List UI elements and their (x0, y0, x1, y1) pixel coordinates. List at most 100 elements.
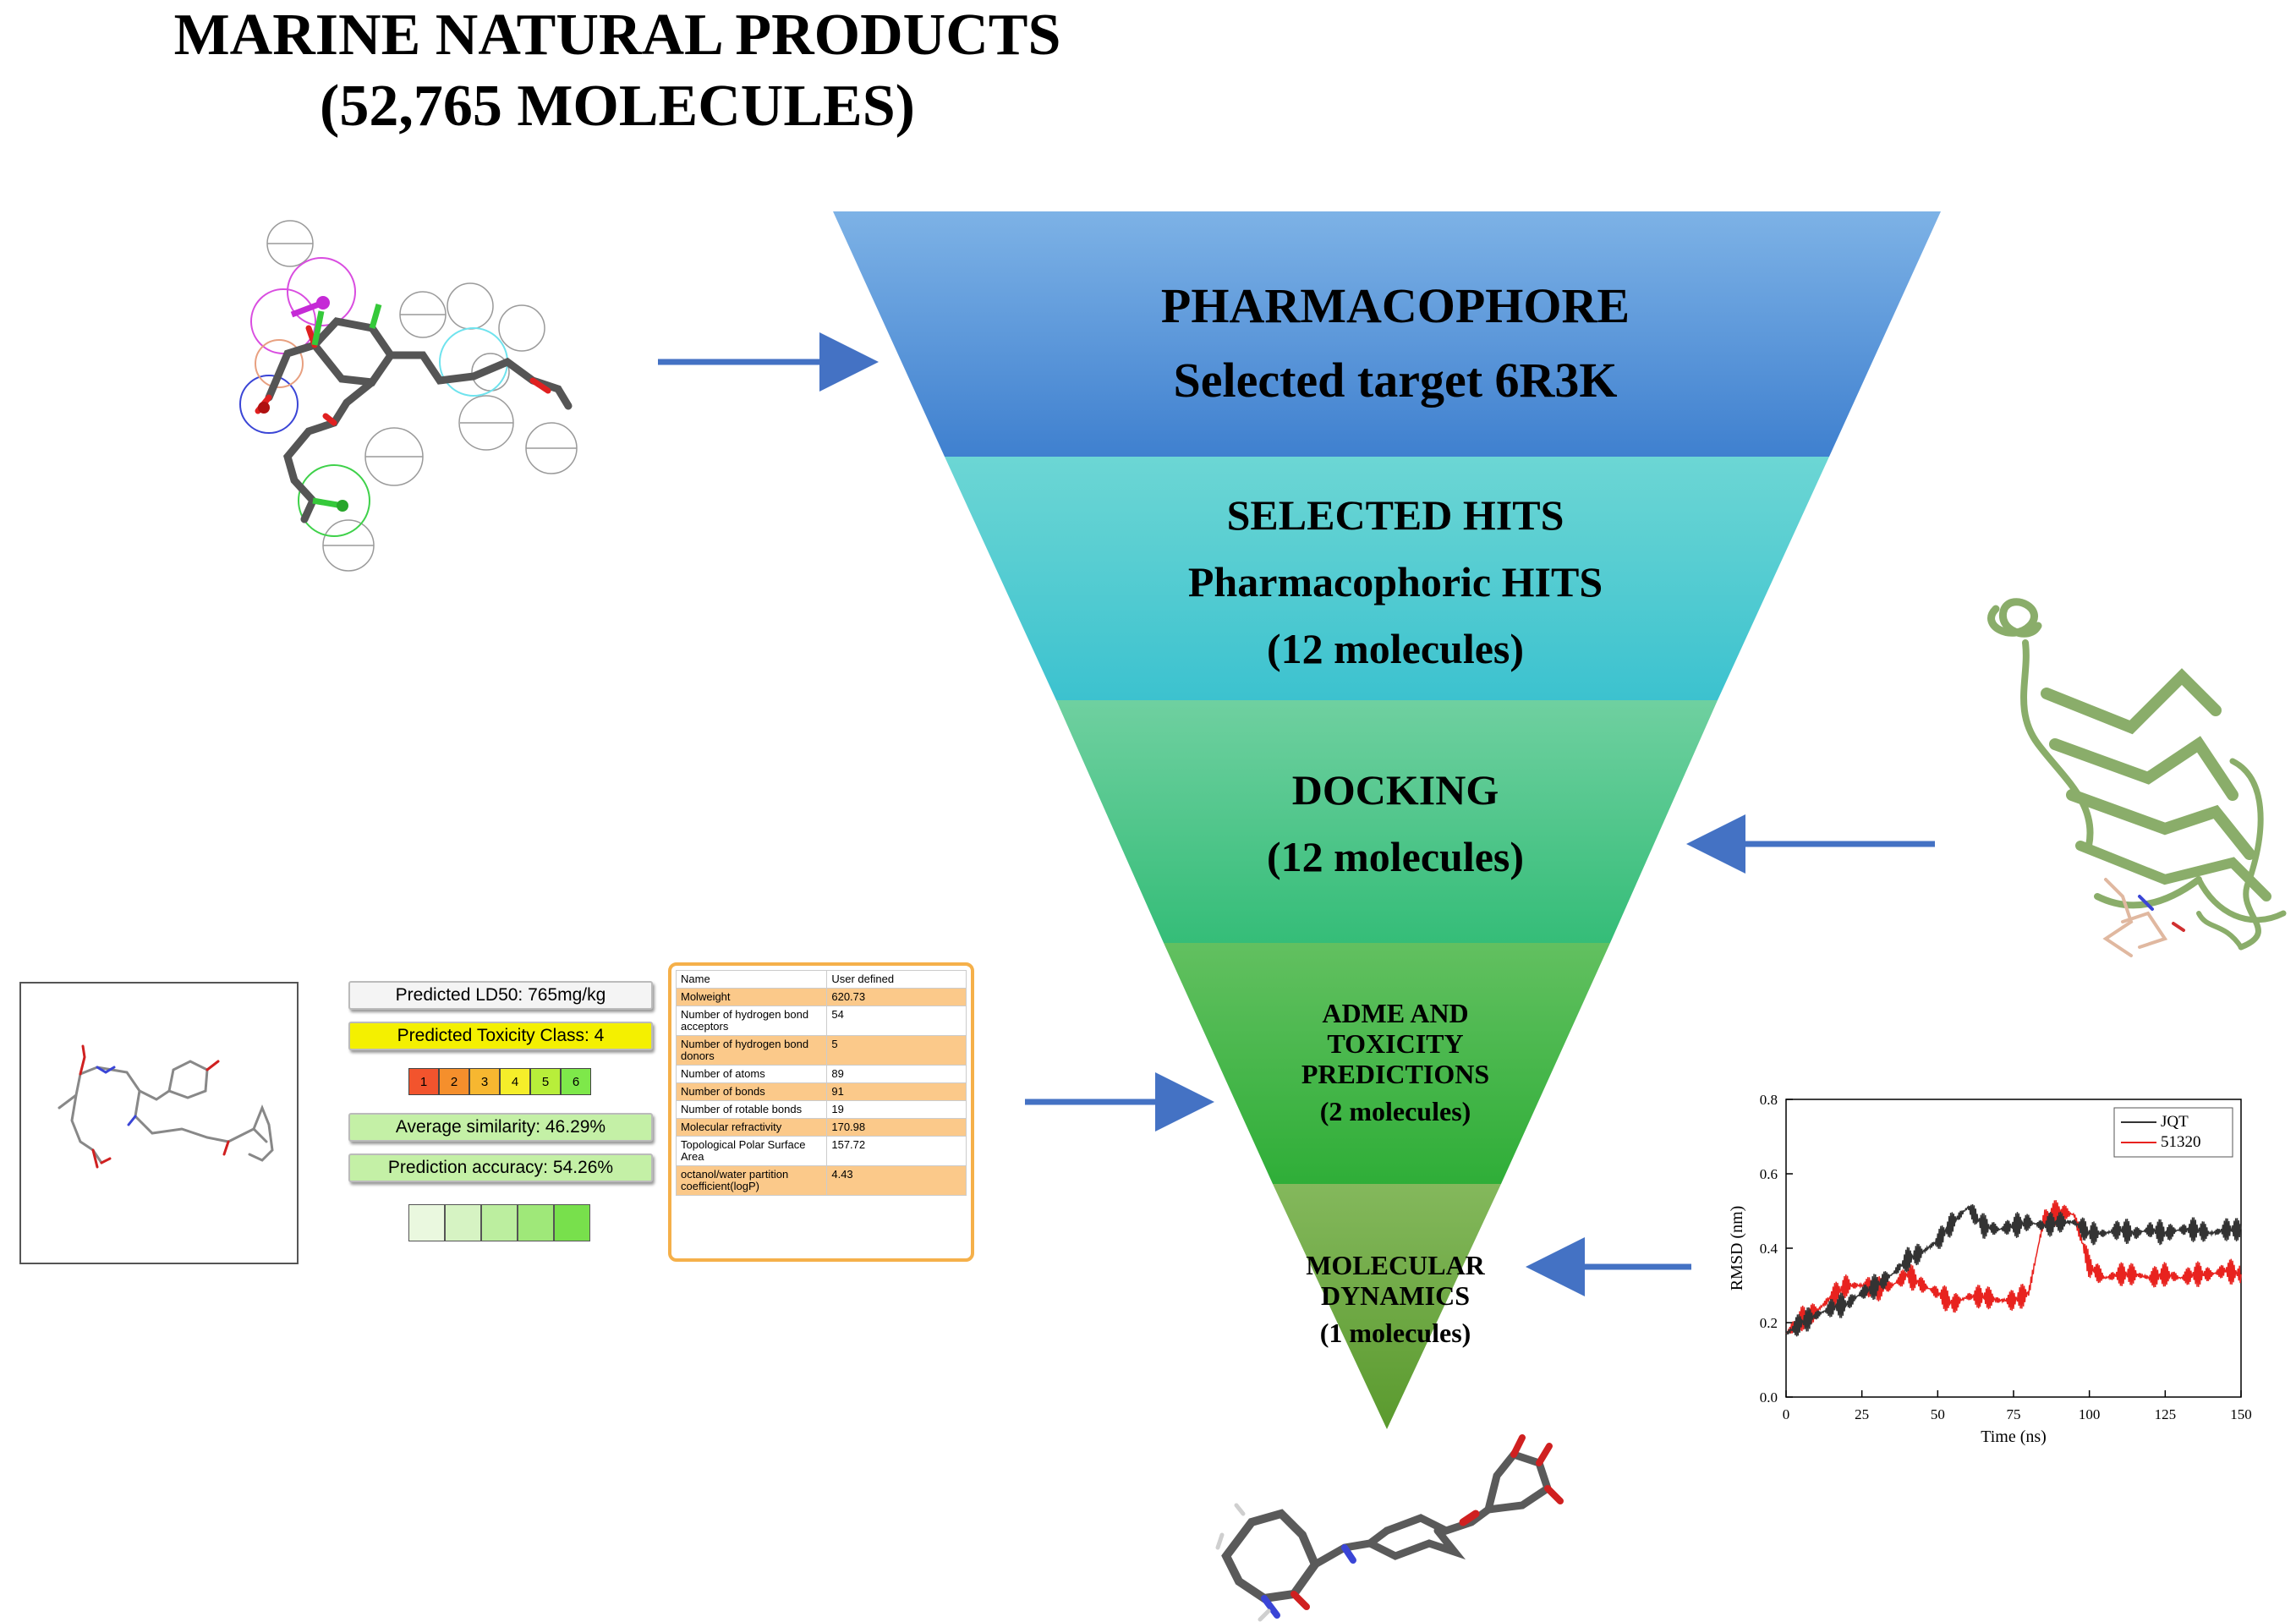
rmsd-series-51320 (1785, 1200, 2242, 1334)
prop-value: 5 (826, 1035, 967, 1066)
stage5-line1: MOLECULAR (1306, 1250, 1485, 1280)
stage2-count: (12 molecules) (1266, 625, 1525, 672)
sim-cell-3 (481, 1204, 518, 1241)
x-tick-label: 50 (1931, 1406, 1945, 1422)
stage3-title: DOCKING (1291, 766, 1499, 814)
prop-name: Topological Polar Surface Area (675, 1136, 828, 1166)
tox-class-5: 5 (530, 1068, 561, 1095)
rmsd-series-JQT (1785, 1203, 2242, 1337)
funnel-stage-adme (1164, 943, 1610, 1184)
prop-name: Number of atoms (675, 1065, 828, 1083)
prop-value: 4.43 (826, 1165, 967, 1196)
sim-cell-4 (518, 1204, 554, 1241)
stage4-line2: TOXICITY (1327, 1028, 1464, 1059)
title-line-1: MARINE NATURAL PRODUCTS (173, 3, 1061, 68)
y-tick-label: 0.2 (1760, 1315, 1778, 1331)
header-value: User defined (826, 970, 967, 989)
funnel-stage-selected-hits (945, 457, 1829, 700)
pharmacophore-model-image (239, 220, 578, 572)
stage4-line3: PREDICTIONS (1301, 1059, 1490, 1089)
sim-cell-2 (445, 1204, 481, 1241)
legend-label-JQT: JQT (2161, 1113, 2189, 1131)
rmsd-chart: 0 25 50 75 100 125 150 0.0 0.2 0.4 0.6 0.8 JQT 51320… (1728, 1092, 2252, 1446)
rmsd-legend-box (2113, 1107, 2233, 1158)
prop-value: 620.73 (826, 988, 967, 1006)
prop-value: 54 (826, 1006, 967, 1036)
stage3-text: DOCKING (12 molecules) (846, 757, 1945, 890)
stage5-line2: DYNAMICS (1321, 1280, 1470, 1311)
funnel-stage-md (1273, 1184, 1501, 1429)
adme-molecule-frame (19, 982, 299, 1264)
x-tick-label: 100 (2079, 1406, 2101, 1422)
x-tick-label: 75 (2007, 1406, 2021, 1422)
stage1-text: PHARMACOPHORE Selected target 6R3K (846, 269, 1945, 418)
stage1-subtitle: Selected target 6R3K (1173, 353, 1618, 408)
y-tick-label: 0.6 (1760, 1166, 1778, 1182)
prop-value: 157.72 (826, 1136, 967, 1166)
legend-label-51320: 51320 (2161, 1133, 2201, 1151)
funnel-stage-pharmacophore (833, 211, 1941, 457)
stage4-count: (2 molecules) (1319, 1096, 1471, 1126)
x-tick-label: 125 (2155, 1406, 2177, 1422)
x-tick-label: 150 (2230, 1406, 2252, 1422)
prop-name: Number of hydrogen bond donors (675, 1035, 828, 1066)
rmsd-x-axis-label: Time (ns) (1981, 1427, 2047, 1446)
stage1-title: PHARMACOPHORE (1160, 278, 1630, 333)
x-tick-label: 0 (1783, 1406, 1790, 1422)
prop-value: 170.98 (826, 1118, 967, 1137)
final-ligand-image (1215, 1434, 1564, 1622)
protein-structure-image (1987, 598, 2287, 957)
header-name: Name (675, 970, 828, 989)
tox-class-6: 6 (561, 1068, 591, 1095)
stage2-subtitle: Pharmacophoric HITS (1187, 558, 1603, 606)
toxicity-class-scale: 1 2 3 4 5 6 (408, 1068, 591, 1095)
stage4-line1: ADME AND (1322, 998, 1469, 1028)
table-row: octanol/water partition coefficient(logP… (675, 1165, 967, 1196)
adme-molecule-image (58, 1044, 274, 1169)
tox-class-1: 1 (408, 1068, 439, 1095)
similarity-scale (408, 1204, 591, 1241)
stage5-count: (1 molecules) (1319, 1318, 1471, 1348)
ld50-label: Predicted LD50: 765mg/kg (348, 981, 653, 1010)
prop-value: 91 (826, 1082, 967, 1101)
stage2-text: SELECTED HITS Pharmacophoric HITS (12 mo… (846, 482, 1945, 682)
prop-name: Number of rotable bonds (675, 1100, 828, 1119)
x-tick-label: 25 (1855, 1406, 1869, 1422)
table-header: Name User defined (675, 970, 967, 989)
prop-name: Number of bonds (675, 1082, 828, 1101)
stage4-text: ADME AND TOXICITY PREDICTIONS (2 molecul… (846, 998, 1945, 1126)
toxicity-class-label: Predicted Toxicity Class: 4 (348, 1022, 653, 1050)
stage2-title: SELECTED HITS (1226, 491, 1564, 539)
title-line-2: (52,765 MOLECULES) (320, 74, 915, 139)
prediction-accuracy-label: Prediction accuracy: 54.26% (348, 1153, 653, 1182)
page-title: MARINE NATURAL PRODUCTS (52,765 MOLECULE… (0, 0, 1235, 142)
y-tick-label: 0.0 (1760, 1389, 1778, 1406)
prop-name: octanol/water partition coefficient(logP… (675, 1165, 828, 1196)
prop-name: Molecular refractivity (675, 1118, 828, 1137)
sim-cell-1 (408, 1204, 445, 1241)
prop-name: Number of hydrogen bond acceptors (675, 1006, 828, 1036)
stage3-count: (12 molecules) (1266, 833, 1525, 880)
stage5-text: MOLECULAR DYNAMICS (1 molecules) (846, 1250, 1945, 1348)
tox-class-2: 2 (439, 1068, 469, 1095)
funnel-stage-docking (1056, 700, 1718, 943)
prop-name: Molweight (675, 988, 828, 1006)
average-similarity-label: Average similarity: 46.29% (348, 1113, 653, 1142)
sim-cell-5 (554, 1204, 590, 1241)
y-tick-label: 0.8 (1760, 1092, 1778, 1108)
y-tick-label: 0.4 (1760, 1241, 1778, 1257)
tox-class-3: 3 (469, 1068, 500, 1095)
rmsd-y-axis-label: RMSD (nm) (1728, 1206, 1746, 1291)
prop-value: 89 (826, 1065, 967, 1083)
tox-class-4: 4 (500, 1068, 530, 1095)
